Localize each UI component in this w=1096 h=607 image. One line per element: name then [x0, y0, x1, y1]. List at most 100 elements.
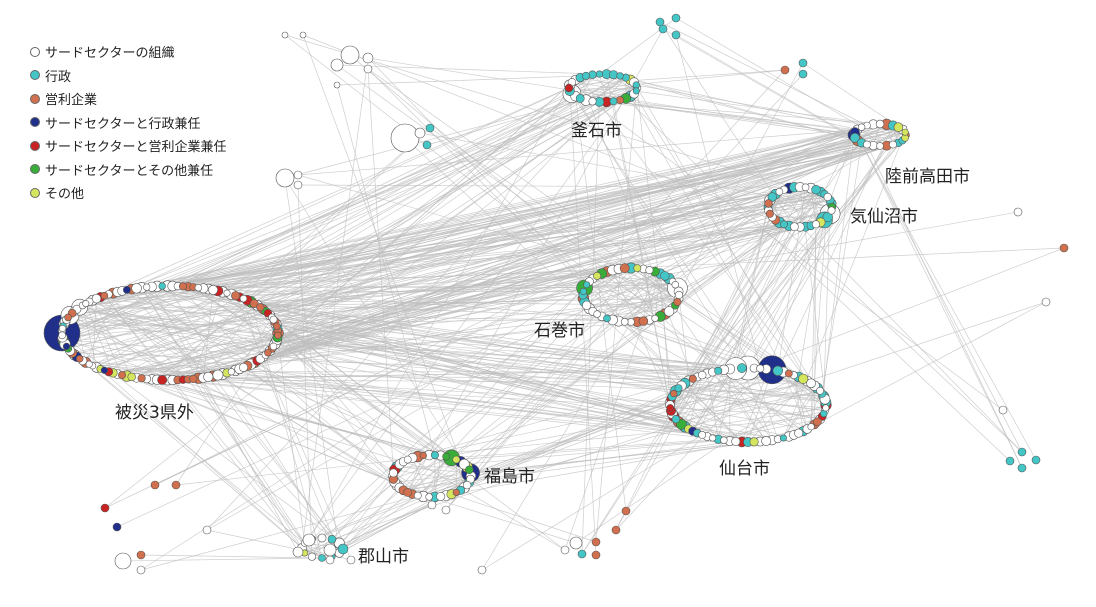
- edge: [403, 193, 776, 462]
- edge: [203, 289, 214, 378]
- edge: [112, 372, 703, 436]
- edge: [304, 496, 430, 554]
- edge: [104, 129, 903, 509]
- edge: [301, 57, 369, 549]
- edge: [100, 368, 303, 549]
- edge: [329, 371, 713, 551]
- edge: [265, 298, 584, 312]
- node-sendai: [807, 423, 815, 431]
- edge: [451, 441, 749, 495]
- node-isolated: [150, 480, 160, 490]
- legend-swatch: [30, 93, 40, 104]
- legend-swatch: [30, 164, 40, 175]
- edge: [63, 129, 903, 341]
- edge: [96, 298, 404, 491]
- edge: [712, 145, 888, 439]
- edge: [108, 294, 344, 550]
- legend-item-government: 行政: [30, 64, 226, 88]
- edge: [182, 367, 755, 381]
- node-fukushima: [388, 468, 398, 478]
- legend-swatch: [30, 117, 40, 128]
- edge: [659, 21, 868, 126]
- node-ishinomaki: [583, 281, 591, 289]
- edge: [126, 84, 637, 291]
- node-kesennuma: [790, 222, 799, 231]
- edge: [599, 74, 614, 103]
- node-outside: [62, 342, 71, 351]
- edge: [250, 123, 881, 303]
- edge: [112, 211, 1019, 374]
- node-kamaishi: [616, 72, 624, 80]
- node-fukushima: [419, 451, 427, 460]
- edge: [747, 145, 887, 369]
- edge: [673, 140, 903, 394]
- node-outside: [75, 355, 84, 363]
- node-isolated: [1005, 456, 1015, 466]
- node-isolated: [136, 550, 146, 560]
- node-outside: [239, 362, 249, 372]
- node-isolated: [114, 552, 132, 570]
- node-isolated: [477, 565, 487, 575]
- legend-label: 行政: [45, 69, 72, 85]
- edge: [117, 125, 868, 293]
- edge: [331, 301, 1047, 540]
- edge: [569, 90, 755, 369]
- edge: [854, 132, 1037, 461]
- node-outside: [58, 324, 67, 333]
- edge: [403, 478, 471, 491]
- edge: [208, 376, 340, 544]
- edge: [104, 295, 305, 544]
- cluster-label-rikuzentakata: 陸前高田市: [885, 167, 970, 187]
- node-fukushima: [436, 491, 446, 501]
- edge: [262, 308, 398, 468]
- node-koriyama: [327, 534, 337, 544]
- edge: [675, 390, 719, 440]
- node-isolated: [100, 503, 110, 513]
- edge: [810, 188, 817, 225]
- edge: [451, 493, 597, 543]
- node-isolated: [390, 123, 420, 153]
- node-ishinomaki: [619, 263, 630, 274]
- edge: [336, 84, 436, 456]
- edge: [231, 77, 626, 295]
- node-isolated: [202, 525, 212, 535]
- node-outside: [123, 285, 131, 294]
- edge: [302, 34, 461, 462]
- node-rikuzentakata: [875, 119, 885, 129]
- edge: [723, 404, 827, 441]
- node-ishinomaki: [579, 287, 588, 296]
- edge: [136, 288, 424, 497]
- edge: [575, 383, 812, 544]
- node-kesennuma: [764, 199, 773, 208]
- edge: [188, 187, 811, 288]
- edge: [625, 77, 858, 141]
- edge: [606, 291, 679, 319]
- edge: [569, 85, 597, 556]
- node-isolated: [323, 543, 337, 557]
- edge: [637, 267, 676, 306]
- node-isolated: [425, 123, 435, 133]
- edge: [274, 267, 632, 323]
- node-fukushima: [403, 455, 412, 464]
- edge: [275, 77, 627, 325]
- legend-label: サードセクターと行政兼任: [45, 116, 201, 132]
- edge: [72, 352, 804, 380]
- edge: [422, 456, 447, 497]
- node-sendai: [772, 365, 783, 376]
- node-sendai: [794, 428, 804, 438]
- edge: [678, 224, 785, 389]
- edge: [569, 69, 786, 86]
- node-fukushima: [465, 465, 474, 474]
- edge: [88, 301, 123, 376]
- node-sendai: [720, 436, 728, 444]
- node-outside: [64, 313, 72, 322]
- edge: [649, 193, 776, 271]
- node-ishinomaki: [627, 318, 635, 326]
- node-isolated: [798, 58, 808, 68]
- edge: [470, 441, 761, 474]
- edge: [696, 132, 856, 434]
- node-sendai: [709, 434, 717, 442]
- node-sendai: [697, 370, 707, 380]
- legend-swatch: [30, 140, 40, 151]
- node-kesennuma: [827, 206, 836, 215]
